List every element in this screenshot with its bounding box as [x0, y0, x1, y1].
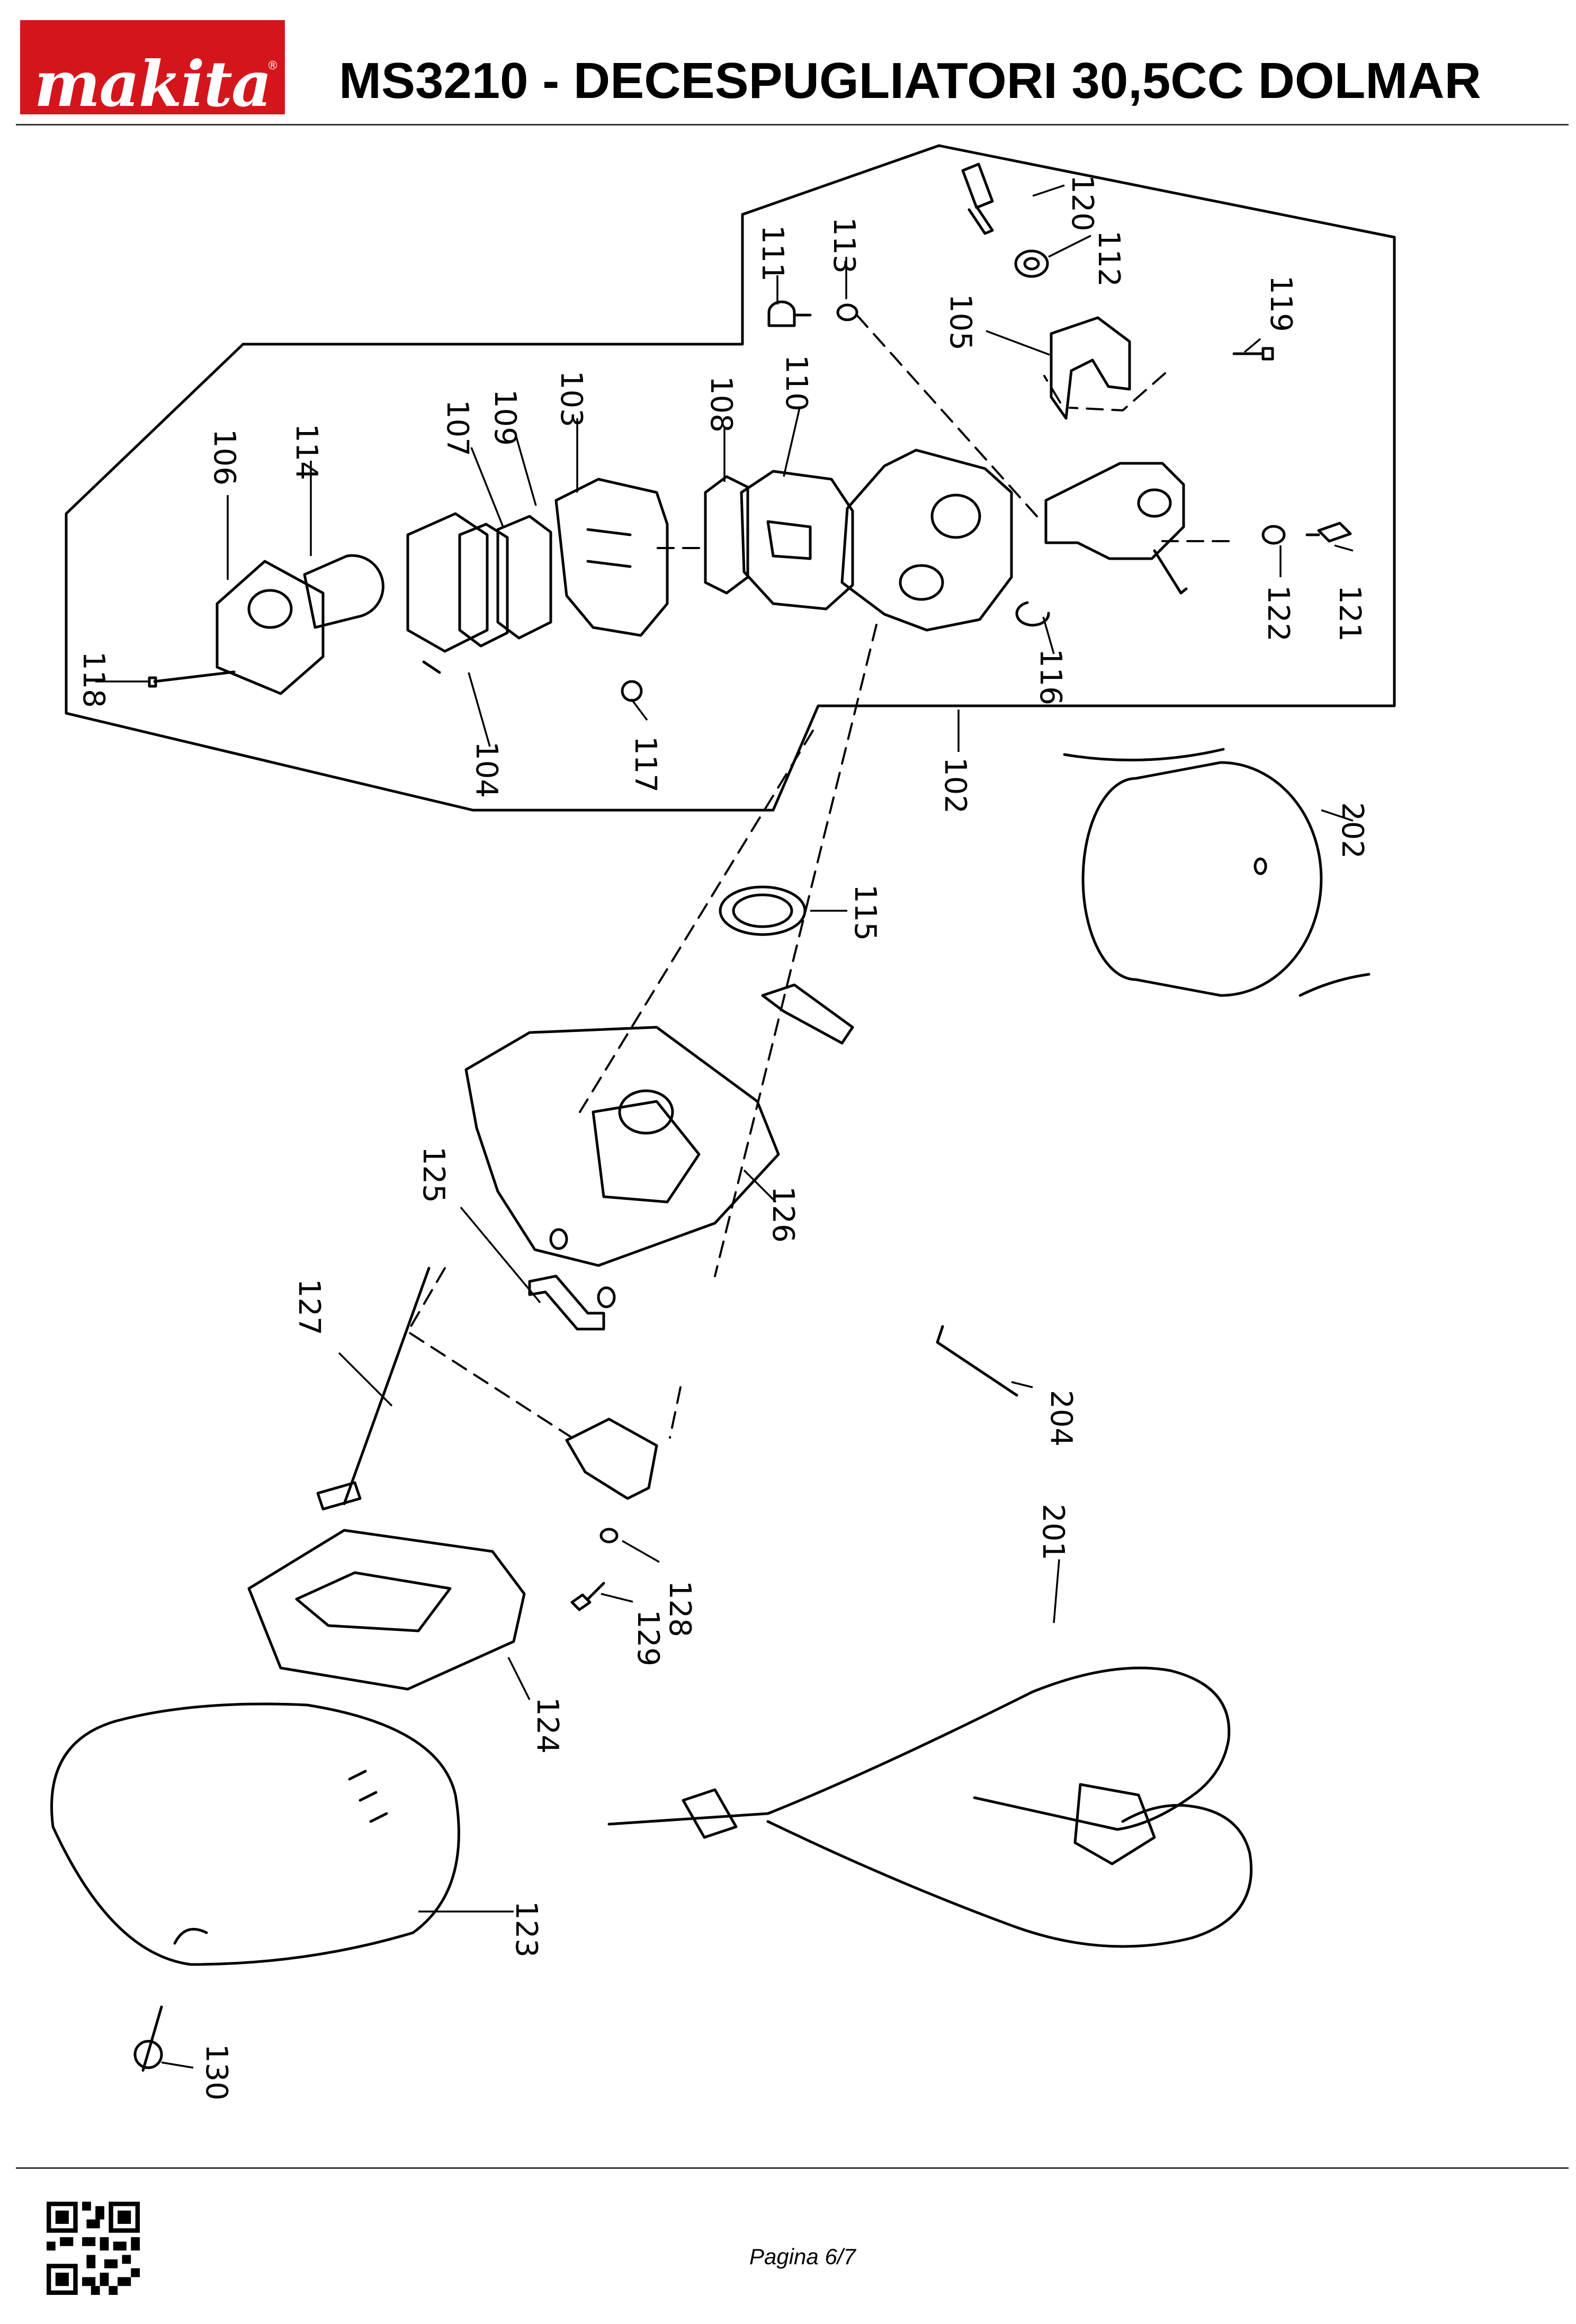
footer-divider	[16, 2167, 1569, 2169]
assembly-outline	[65, 144, 1396, 812]
label-118: 118	[76, 651, 111, 708]
label-122: 122	[1261, 585, 1295, 642]
label-110: 110	[779, 355, 813, 411]
part-125	[528, 1275, 605, 1331]
label-126: 126	[766, 1186, 800, 1243]
part-114	[303, 554, 384, 629]
part-123	[50, 1702, 460, 1966]
part-124	[247, 1529, 526, 1691]
label-104: 104	[469, 741, 504, 798]
part-lever	[761, 983, 854, 1045]
part-130	[133, 2005, 163, 2072]
page-title: MS3210 - DECESPUGLIATORI 30,5CC DOLMAR	[339, 52, 1481, 109]
part-throttle	[1044, 462, 1185, 560]
label-123: 123	[509, 1901, 543, 1958]
part-204	[936, 1325, 1018, 1397]
part-119	[1232, 347, 1274, 361]
part-115	[719, 885, 807, 936]
part-118	[148, 670, 236, 688]
part-105	[1050, 316, 1131, 420]
part-126	[464, 1026, 780, 1267]
label-127: 127	[292, 1279, 326, 1335]
part-128	[599, 1528, 619, 1544]
part-110	[740, 470, 854, 611]
label-106: 106	[207, 429, 241, 486]
part-104	[406, 512, 489, 674]
part-108	[704, 475, 749, 595]
part-122	[1261, 525, 1286, 545]
label-102: 102	[938, 757, 972, 814]
label-117: 117	[628, 736, 662, 793]
label-114: 114	[289, 424, 324, 480]
label-130: 130	[199, 2044, 234, 2101]
label-204: 204	[1044, 1390, 1078, 1447]
page-number: Pagina 6/7	[749, 2244, 856, 2269]
label-113: 113	[827, 217, 861, 274]
part-201	[607, 1666, 1253, 1948]
part-120	[961, 163, 994, 235]
part-103	[554, 478, 669, 637]
part-carb-body	[840, 448, 1013, 632]
part-116	[1015, 601, 1050, 627]
label-105: 105	[943, 294, 978, 351]
part-113	[836, 303, 858, 321]
qr-code-icon	[47, 2202, 140, 2295]
label-109: 109	[488, 389, 522, 446]
label-108: 108	[704, 376, 738, 433]
part-117	[621, 680, 643, 702]
registered-mark: ®	[267, 59, 279, 73]
label-125: 125	[416, 1146, 451, 1203]
part-202	[1081, 761, 1323, 997]
label-128: 128	[662, 1581, 697, 1637]
header-divider	[16, 124, 1569, 125]
label-107: 107	[440, 400, 474, 456]
part-109	[496, 515, 552, 640]
label-202: 202	[1335, 802, 1369, 859]
label-116: 116	[1033, 649, 1068, 705]
label-124: 124	[530, 1697, 565, 1754]
part-129	[570, 1582, 605, 1611]
label-115: 115	[848, 884, 882, 941]
label-119: 119	[1264, 275, 1298, 332]
part-107	[458, 523, 509, 648]
part-121	[1305, 522, 1352, 543]
label-201: 201	[1036, 1504, 1070, 1560]
makita-logo: makita ®	[20, 20, 285, 114]
label-129: 129	[631, 1610, 665, 1666]
logo-text: makita	[34, 47, 272, 115]
label-103: 103	[554, 371, 588, 427]
part-cover-plate	[565, 1417, 658, 1500]
label-121: 121	[1332, 585, 1367, 642]
part-127	[316, 1267, 431, 1511]
part-106	[216, 560, 325, 695]
part-112	[1014, 249, 1049, 278]
label-112: 112	[1091, 230, 1126, 287]
label-111: 111	[755, 225, 790, 282]
part-111	[767, 300, 812, 327]
label-120: 120	[1065, 175, 1099, 231]
part-throttle-lever	[1153, 549, 1188, 595]
